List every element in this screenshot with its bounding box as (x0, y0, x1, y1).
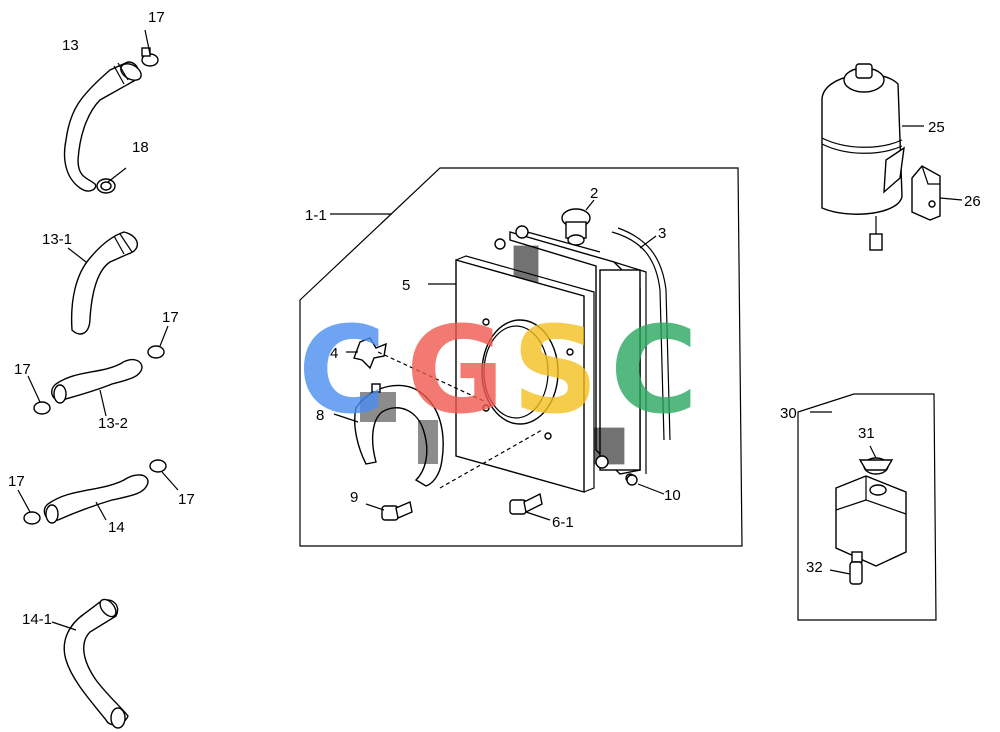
label-4: 4 (330, 345, 338, 362)
fan-guard (354, 383, 444, 487)
clamp-18 (96, 178, 116, 194)
sub-tank-frame (797, 393, 937, 621)
radiator-assembly-frame (299, 167, 743, 547)
label-14-1: 14-1 (22, 611, 52, 628)
label-30: 30 (780, 405, 797, 422)
bolt-6-1 (509, 492, 543, 515)
label-32: 32 (806, 559, 823, 576)
label-13: 13 (62, 37, 79, 54)
fan-shroud (455, 255, 595, 493)
label-25: 25 (928, 119, 945, 136)
sub-tank-fitting (849, 561, 863, 585)
label-13-2: 13-2 (98, 415, 128, 432)
label-8: 8 (316, 407, 324, 424)
label-13-1: 13-1 (42, 231, 72, 248)
label-17: 17 (8, 473, 25, 490)
wing-nut (353, 337, 387, 370)
clamp-17-d (23, 511, 41, 525)
radiator-core (494, 225, 647, 483)
label-3: 3 (658, 225, 666, 242)
reserve-tank (821, 63, 905, 251)
watermark-letter: C (610, 302, 698, 441)
label-10: 10 (664, 487, 681, 504)
hose-13-1 (70, 231, 138, 335)
label-9: 9 (350, 489, 358, 506)
hose-13 (63, 61, 142, 192)
sub-tank-cap (858, 457, 894, 475)
overflow-pipe (611, 227, 671, 441)
watermark-letter: S (512, 302, 598, 441)
hose-14 (43, 474, 149, 524)
clamp-17-b (33, 401, 51, 415)
hose-14-1 (63, 598, 129, 729)
watermark-letter: C (298, 302, 386, 441)
label-17: 17 (178, 491, 195, 508)
label-2: 2 (590, 185, 598, 202)
label-31: 31 (858, 425, 875, 442)
watermark-letter: G (406, 302, 505, 441)
watermark-logo: C G S C (298, 302, 698, 441)
hose-13-2 (51, 358, 143, 404)
clamp-17-top (141, 47, 159, 67)
label-17: 17 (162, 309, 179, 326)
clamp-17-c (149, 459, 167, 473)
label-26: 26 (964, 193, 981, 210)
label-17: 17 (148, 9, 165, 26)
sub-tank (835, 475, 907, 567)
label-18: 18 (132, 139, 149, 156)
label-1-1: 1-1 (305, 207, 327, 224)
radiator-cap (561, 208, 591, 246)
drain-cock (626, 474, 638, 486)
label-5: 5 (402, 277, 410, 294)
bolt-9 (381, 501, 413, 521)
clamp-17-a (147, 345, 165, 359)
label-17: 17 (14, 361, 31, 378)
label-6-1: 6-1 (552, 514, 574, 531)
label-14: 14 (108, 519, 125, 536)
tank-bracket (911, 165, 941, 221)
